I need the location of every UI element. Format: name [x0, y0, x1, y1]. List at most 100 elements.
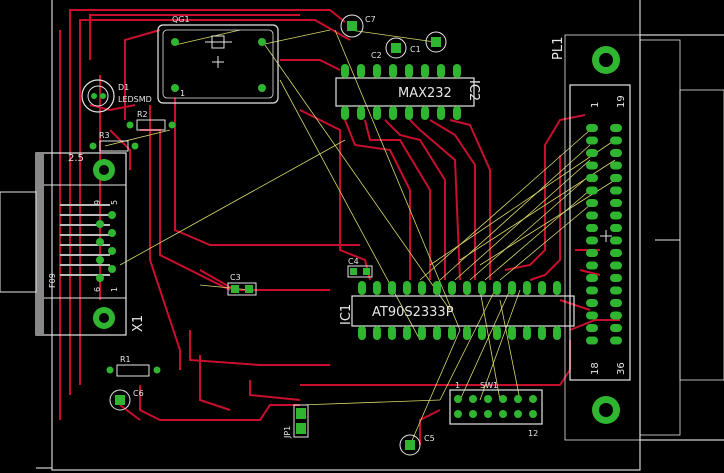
ic1-pad — [508, 281, 516, 295]
ic1-pad — [508, 326, 516, 340]
label-c1: C1 — [410, 45, 421, 54]
ic1-pad — [493, 281, 501, 295]
label-r1: R1 — [120, 355, 131, 364]
pl1-pad — [610, 199, 622, 207]
pl1-pad — [586, 299, 598, 307]
label-d1: D1 — [118, 83, 129, 92]
ic1-pad — [553, 281, 561, 295]
label-qg1-pin1: 1 — [180, 89, 185, 98]
sw1-pad — [454, 395, 462, 403]
ic1-pad — [523, 326, 531, 340]
label-sw1: SW1 — [480, 381, 498, 390]
pl1-pad — [610, 186, 622, 195]
label-c6: C6 — [133, 389, 144, 398]
pl1-pad — [610, 324, 622, 332]
pl1-pad — [586, 174, 598, 182]
capacitor-c7 — [340, 14, 364, 38]
sw1-pad — [529, 410, 537, 418]
db9-connector — [0, 152, 127, 336]
label-pl1-pin1: 1 — [590, 102, 601, 108]
ic1-pad — [448, 326, 456, 340]
label-pl1: PL1 — [551, 37, 566, 60]
label-pl1-pin19: 19 — [616, 95, 627, 108]
pl1-pad — [586, 274, 598, 282]
ic1-pins — [358, 281, 561, 340]
label-pin6: 6 — [93, 287, 102, 292]
sw1-pins — [454, 395, 537, 418]
sw1-pad — [484, 395, 492, 403]
label-c3: C3 — [230, 273, 241, 282]
ic1-pad — [478, 281, 486, 295]
label-sw1-pin12: 12 — [528, 429, 538, 438]
capacitor-c2 — [385, 37, 407, 59]
ic1-at90s2333p — [351, 295, 575, 327]
pl1-pad — [610, 249, 622, 257]
pl1-pad — [586, 261, 598, 270]
label-jp1: JP1 — [283, 426, 292, 439]
label-r3: R3 — [99, 131, 110, 140]
resistor-r1 — [106, 364, 161, 377]
sw1-pad — [469, 395, 477, 403]
sw1-pad — [529, 395, 537, 403]
pl1-pad — [610, 161, 622, 170]
pl1-pad — [586, 149, 598, 157]
capacitor-c5 — [399, 434, 421, 456]
ic1-pad — [403, 281, 411, 295]
ic1-pad — [538, 326, 546, 340]
pl1-pad — [610, 299, 622, 307]
switch-sw1 — [449, 389, 543, 425]
label-ic2: IC2 — [466, 80, 481, 101]
ic1-pad — [373, 281, 381, 295]
ic2-max232 — [335, 64, 475, 120]
pl1-pad — [610, 274, 622, 282]
sw1-pad — [499, 395, 507, 403]
sw1-pad — [469, 410, 477, 418]
label-f09: F09 — [48, 273, 57, 288]
ic1-pad — [478, 326, 486, 340]
ic1-pad — [358, 326, 366, 340]
pl1-pad — [586, 161, 598, 170]
sw1-pad — [484, 410, 492, 418]
jumper-jp1 — [293, 404, 309, 438]
label-c2: C2 — [371, 51, 382, 60]
label-ledsmd: LEDSMD — [118, 95, 152, 104]
ic1-pad — [463, 281, 471, 295]
label-x1: X1 — [131, 315, 146, 332]
ic1-pad — [523, 281, 531, 295]
ic1-pad — [418, 326, 426, 340]
pl1-pad — [610, 224, 622, 232]
pl1-pad — [586, 124, 598, 132]
led-d1 — [81, 79, 115, 113]
pl1-pad — [586, 224, 598, 232]
sw1-pad — [499, 410, 507, 418]
ic1-pad — [403, 326, 411, 340]
label-pl1-pin18: 18 — [590, 362, 601, 375]
ic1-pad — [433, 281, 441, 295]
label-pin1-db9: 1 — [110, 287, 119, 292]
label-at90s2333p: AT90S2333P — [372, 305, 454, 320]
pl1-pad — [586, 211, 598, 220]
ic1-pad — [373, 326, 381, 340]
pl1-pad — [586, 311, 598, 320]
label-qg1: QG1 — [172, 15, 190, 24]
ic1-pad — [448, 281, 456, 295]
pl1-pad — [610, 311, 622, 320]
pl1-pad — [586, 136, 598, 145]
pl1-pad — [610, 136, 622, 145]
ic1-pad — [358, 281, 366, 295]
pl1-pad — [586, 249, 598, 257]
resistor-r3 — [89, 140, 139, 152]
pl1-pad — [586, 236, 598, 245]
label-c4: C4 — [348, 257, 359, 266]
ic1-pad — [463, 326, 471, 340]
pl1-pad — [586, 186, 598, 195]
label-pl1-pin36: 36 — [616, 362, 627, 375]
pl1-pad — [586, 286, 598, 295]
sw1-pad — [454, 410, 462, 418]
pl1-pad — [586, 336, 598, 345]
sw1-pad — [514, 395, 522, 403]
pl1-pad — [610, 286, 622, 295]
pl1-pad — [610, 149, 622, 157]
pl1-pad — [586, 324, 598, 332]
